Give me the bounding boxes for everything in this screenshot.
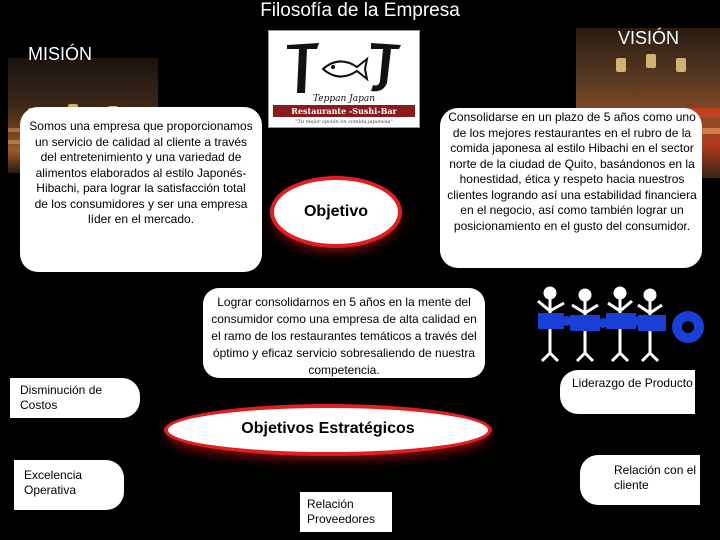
teppan-japan-logo-icon: [287, 43, 401, 93]
costos-text: Disminución de Costos: [20, 383, 103, 412]
mision-box: Somos una empresa que proporcionamos un …: [20, 107, 262, 272]
mision-heading: MISIÓN: [28, 44, 93, 64]
objetivo-liderazgo: Liderazgo de Producto: [560, 370, 695, 414]
team-puzzle-figures-icon: [537, 286, 704, 363]
objetivo-cliente: Relación con el cliente: [580, 455, 700, 505]
logo-brand: Teppan Japan: [312, 94, 376, 104]
objetivos-estrategicos-ellipse: Objetivos Estratégicos: [168, 408, 488, 452]
cliente-text: Relación con el cliente: [614, 463, 697, 492]
objetivo-ellipse: Objetivo: [274, 180, 398, 244]
page-title: Filosofía de la Empresa: [260, 0, 460, 21]
liderazgo-text: Liderazgo de Producto: [572, 376, 693, 390]
mision-text: Somos una empresa que proporcionamos un …: [29, 119, 253, 226]
logo-subtitle: Restaurante -Sushi-Bar: [273, 105, 415, 117]
restaurant-logo: Teppan Japan Restaurante -Sushi-Bar "Tu …: [268, 30, 420, 128]
vision-text: Consolidarse en un plazo de 5 años como …: [447, 110, 697, 233]
objetivo-text: Lograr consolidarnos en 5 años en la men…: [211, 295, 477, 377]
objetivo-proveedores: Relación Proveedores: [300, 492, 392, 532]
logo-tagline: "Tu mejor opción en comida japonesa": [295, 119, 393, 125]
objetivo-costos: Disminución de Costos: [10, 378, 140, 418]
excelencia-text: Excelencia Operativa: [24, 468, 83, 497]
proveedores-text: Relación Proveedores: [307, 497, 376, 526]
objetivo-box: Lograr consolidarnos en 5 años en la men…: [203, 288, 485, 378]
objetivo-excelencia: Excelencia Operativa: [14, 460, 124, 510]
vision-box: Consolidarse en un plazo de 5 años como …: [440, 108, 702, 268]
vision-heading: VISIÓN: [618, 28, 680, 48]
